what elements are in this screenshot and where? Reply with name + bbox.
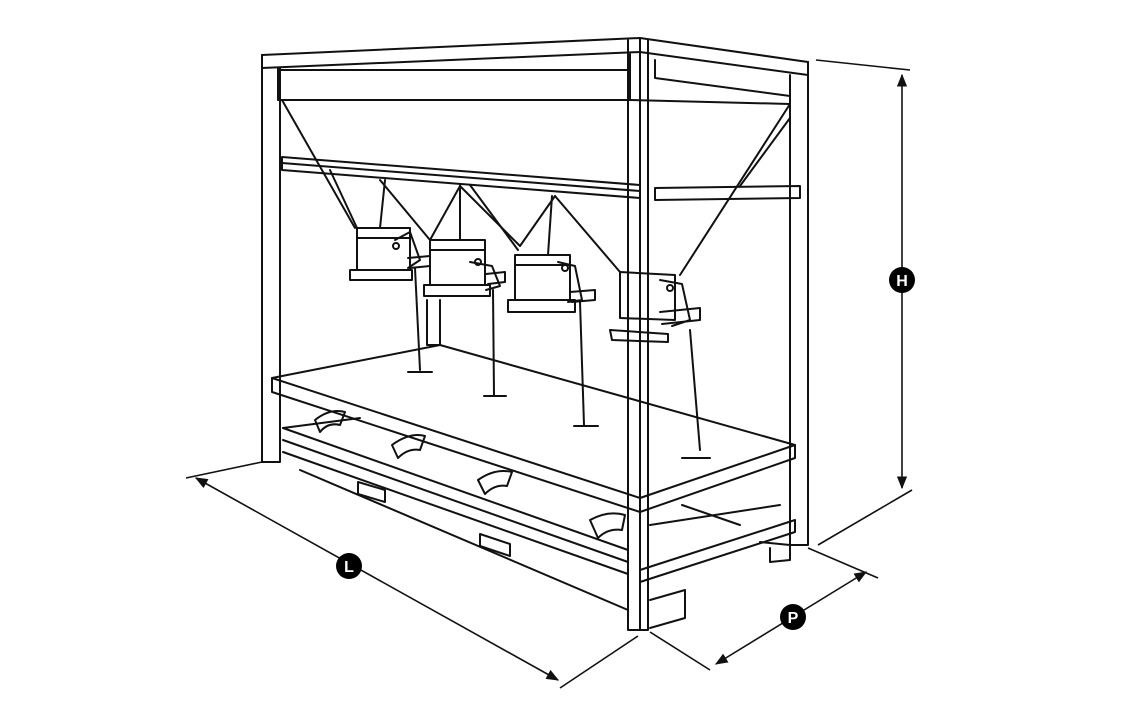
depth-badge: P <box>780 604 806 630</box>
dimension-height <box>815 59 913 546</box>
deck-platform <box>271 344 796 513</box>
frame-posts <box>261 39 809 631</box>
dimension-length <box>185 461 639 689</box>
length-badge: L <box>336 553 362 579</box>
hopper-4-outlet <box>609 271 711 459</box>
height-label: H <box>896 273 908 290</box>
hopper-3-outlet <box>507 254 599 427</box>
hopper-1-outlet <box>349 227 433 373</box>
base-skid <box>282 417 796 629</box>
length-label: L <box>344 559 354 576</box>
height-badge: H <box>889 267 915 293</box>
cross-beam <box>281 156 801 201</box>
top-frame <box>261 37 809 105</box>
depth-label: P <box>788 610 799 627</box>
hopper-funnels <box>281 99 791 276</box>
hopper-2-outlet <box>423 239 507 397</box>
